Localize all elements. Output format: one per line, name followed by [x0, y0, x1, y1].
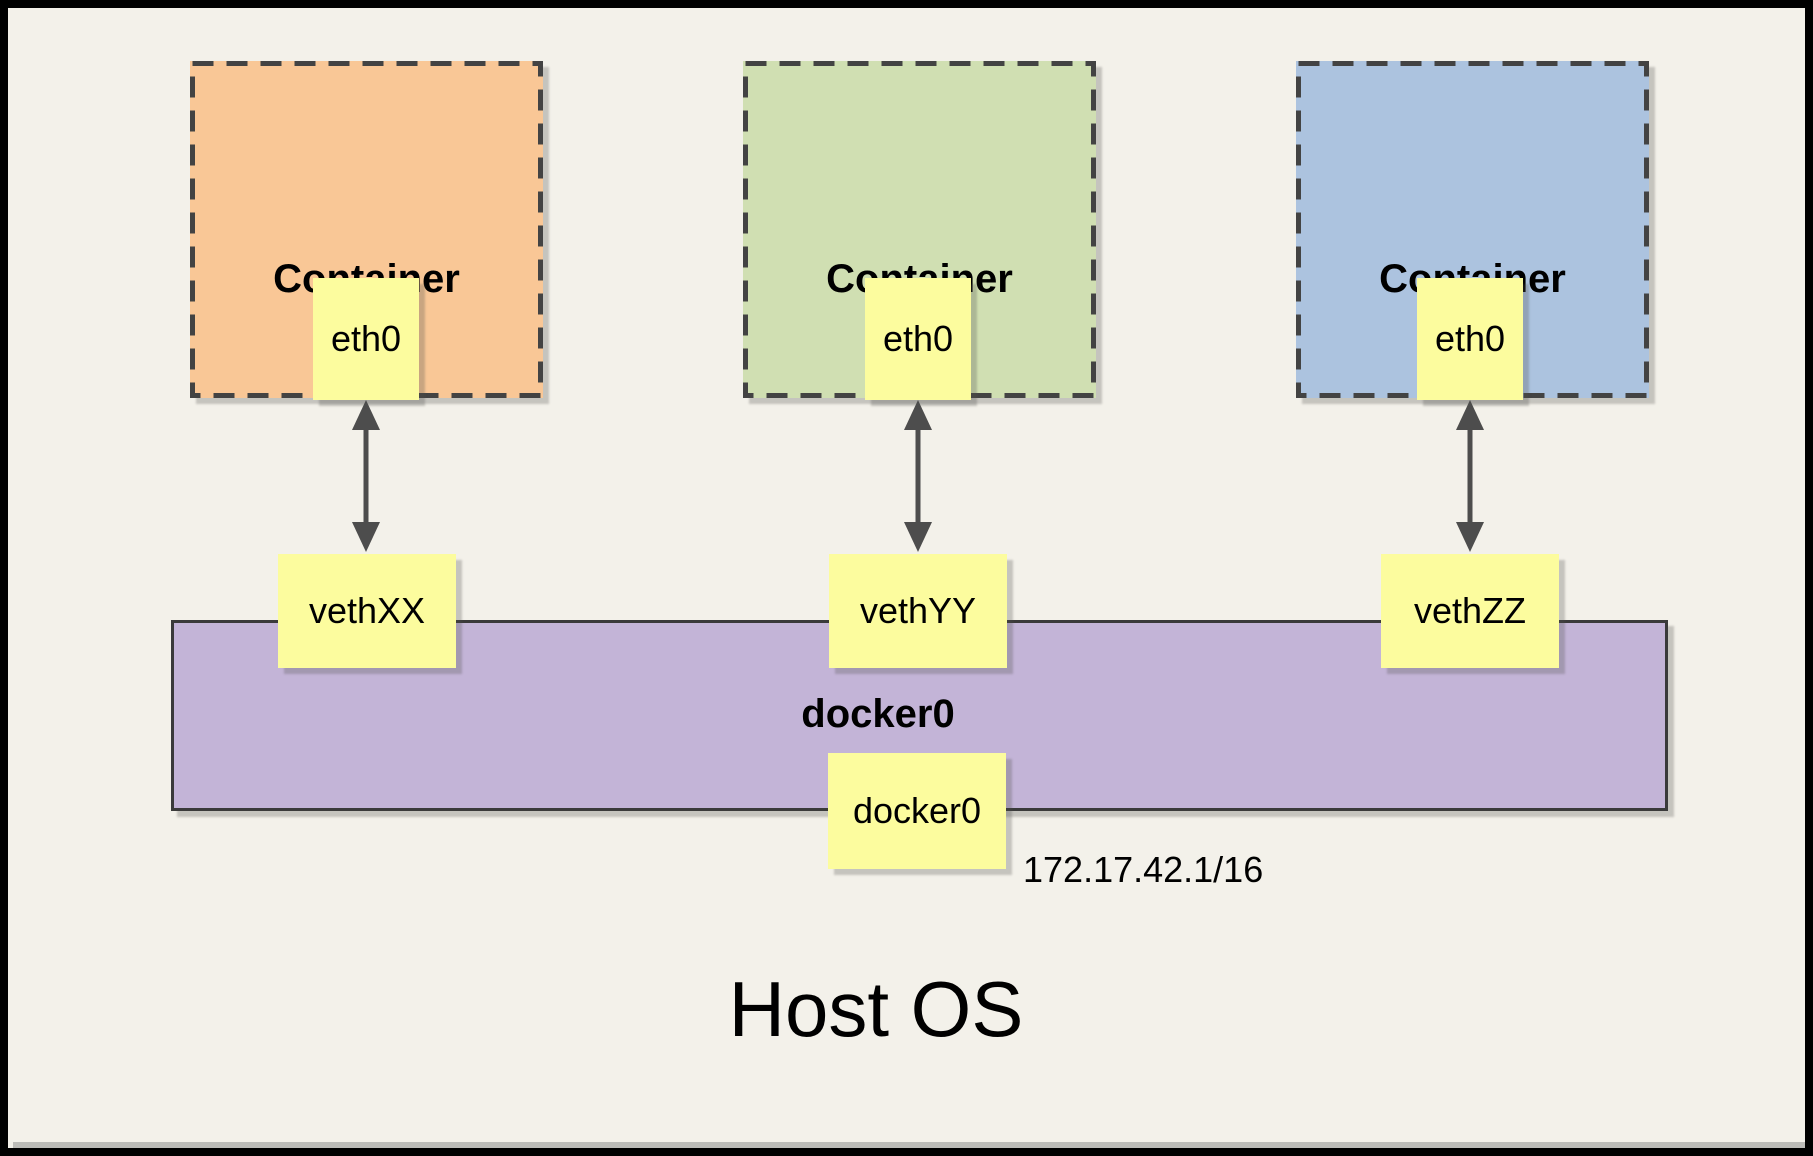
veth-label: vethZZ: [1413, 590, 1527, 631]
veth-label: vethXX: [308, 590, 426, 631]
docker0-bridge-title: docker0: [801, 692, 955, 736]
eth0-label: eth0: [1434, 318, 1506, 359]
docker0-label: docker0: [852, 790, 982, 831]
eth0-interface-chip-2: eth0: [865, 278, 971, 400]
bridge-ip-label: 172.17.42.1/16: [1023, 849, 1264, 890]
vethzz-chip: vethZZ: [1381, 554, 1559, 668]
eth0-interface-chip-1: eth0: [313, 278, 419, 400]
vethyy-chip: vethYY: [829, 554, 1007, 668]
veth-label: vethYY: [859, 590, 977, 631]
eth0-interface-chip-3: eth0: [1417, 278, 1523, 400]
vethxx-chip: vethXX: [278, 554, 456, 668]
eth0-label: eth0: [882, 318, 954, 359]
bidirectional-arrow-icon: [352, 400, 380, 552]
docker0-interface-chip: docker0: [828, 753, 1006, 869]
host-os-title: Host OS: [728, 965, 1024, 1053]
bidirectional-arrow-icon: [904, 400, 932, 552]
bidirectional-arrow-icon: [1456, 400, 1484, 552]
eth0-label: eth0: [330, 318, 402, 359]
frame-shadow: [13, 1142, 1805, 1148]
